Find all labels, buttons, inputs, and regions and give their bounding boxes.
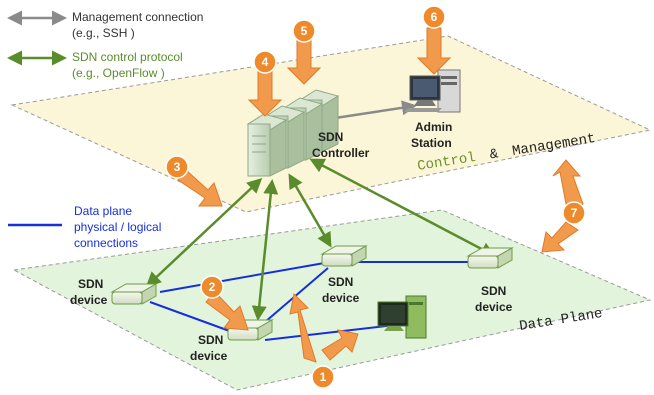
badge-circle-7 (562, 201, 586, 225)
legend-sdn-control-label: SDN control protocol (72, 50, 183, 64)
badges: 1 2 3 4 5 6 7 (165, 5, 586, 389)
control-arrow-bottom (251, 179, 279, 321)
sdn-device-left-icon (110, 283, 158, 305)
orange-arrow-1-right (321, 329, 359, 361)
sdn-device-top-label-device: device (322, 291, 360, 305)
orange-arrow-2 (205, 291, 249, 331)
orange-arrow-4 (247, 69, 283, 117)
badge-number-6: 6 (431, 10, 438, 24)
sdn-device-right-icon (466, 247, 514, 269)
sdn-device-left-label-device: device (70, 293, 108, 307)
orange-arrows (177, 27, 584, 363)
orange-arrow-7-up (552, 159, 584, 213)
badge-number-3: 3 (174, 160, 181, 174)
admin-station-label-admin: Admin (415, 120, 452, 134)
admin-station-icon (404, 69, 461, 113)
legend-management-example: (e.g., SSH ) (72, 26, 135, 40)
control-plane-title-ampersand: & (489, 146, 500, 163)
badge-number-1: 1 (320, 370, 327, 384)
badge-circle-3 (165, 155, 189, 179)
badge-number-7: 7 (571, 206, 578, 220)
badge-circle-4 (253, 50, 277, 74)
badge-number-5: 5 (301, 24, 308, 38)
badge-circle-6 (422, 5, 446, 29)
control-arrow-right (309, 158, 496, 257)
admin-station-label-station: Station (411, 136, 452, 150)
badge-number-4: 4 (262, 55, 269, 69)
controller-label-controller: Controller (312, 146, 370, 160)
sdn-control-arrows (145, 158, 496, 321)
sdn-device-right-label-device: device (475, 300, 513, 314)
legend-management-label: Management connection (72, 10, 203, 24)
link-bottom-pc (264, 324, 396, 341)
orange-arrow-5 (286, 35, 322, 85)
orange-arrow-6 (416, 27, 452, 75)
sdn-device-right-label-sdn: SDN (481, 284, 506, 298)
end-host-pc-icon (377, 295, 427, 339)
controller-label-sdn: SDN (318, 130, 343, 144)
badge-circle-2 (200, 275, 224, 299)
badge-circle-5 (292, 19, 316, 43)
legend-data-plane-physical: physical / logical (74, 220, 161, 234)
sdn-controller-icon (246, 89, 340, 177)
sdn-device-left-label-sdn: SDN (78, 277, 103, 291)
sdn-device-top-icon (320, 245, 368, 267)
legend-data-plane-label: Data plane (74, 204, 132, 218)
badge-number-2: 2 (209, 280, 216, 294)
control-arrow-left (145, 177, 263, 288)
sdn-device-top-label-sdn: SDN (328, 275, 353, 289)
sdn-device-bottom-label-sdn: SDN (198, 333, 223, 347)
orange-arrow-1-left (289, 292, 317, 363)
legend-sdn-control-example: (e.g., OpenFlow ) (72, 66, 165, 80)
legend-data-plane-connections: connections (74, 236, 138, 250)
badge-circle-1 (311, 365, 335, 389)
sdn-device-bottom-label-device: device (190, 349, 228, 363)
orange-arrow-3 (177, 169, 223, 207)
link-left-bottom (149, 301, 236, 334)
orange-arrow-7-down (541, 221, 579, 253)
